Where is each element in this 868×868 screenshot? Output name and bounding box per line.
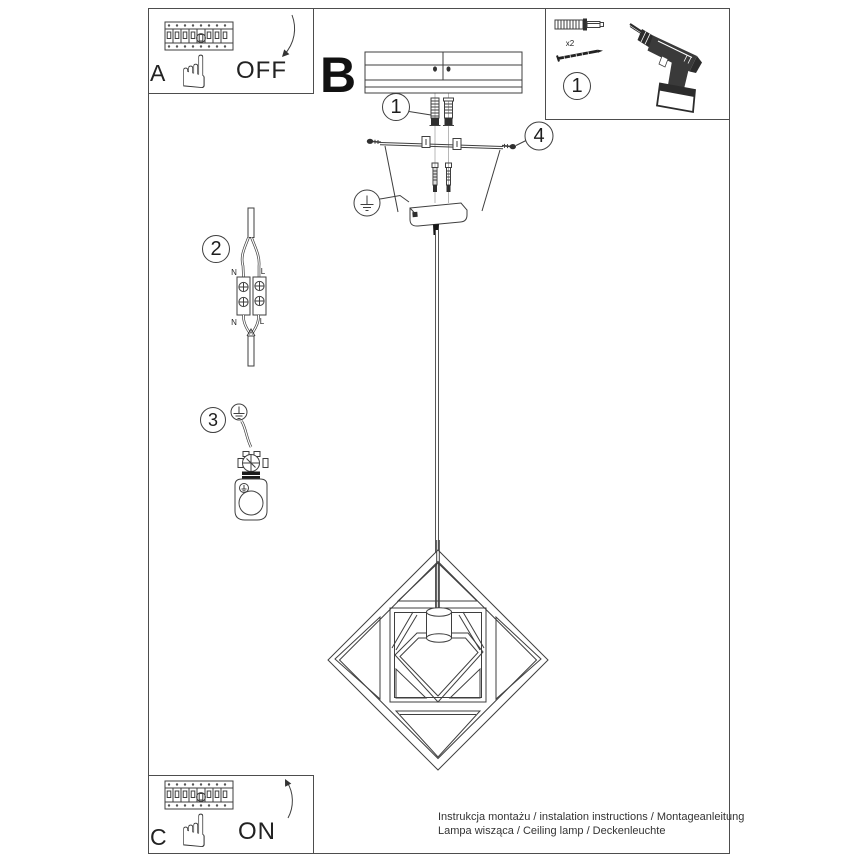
breaker-panel-icon: ☝ — [164, 21, 234, 99]
wire-label-l-bottom: L — [260, 317, 265, 326]
step4-badge: 4 — [515, 121, 554, 151]
mounting-assembly-diagram: 1 4 — [353, 51, 554, 235]
parts-box — [545, 8, 729, 120]
step1-badge: 1 — [382, 93, 432, 121]
ceiling-icon — [364, 51, 523, 94]
wire-label-n-bottom: N — [231, 318, 237, 327]
wall-anchor-icon — [554, 18, 604, 31]
mounting-bracket-icon — [379, 136, 504, 213]
section-b-label: B — [320, 47, 357, 103]
lamp-shade-icon — [327, 540, 549, 771]
svg-text:1: 1 — [571, 75, 582, 97]
anchor-qty-label: x2 — [566, 39, 575, 48]
wire-label-l-top: L — [261, 267, 266, 276]
terminal-block-icon — [236, 276, 267, 316]
svg-text:2: 2 — [210, 238, 221, 260]
step3-badge: 3 — [200, 407, 226, 433]
side-screw-right-icon — [501, 143, 516, 150]
svg-text:4: 4 — [533, 125, 544, 147]
ground-step-diagram: 3 — [200, 403, 269, 521]
off-label: OFF — [236, 57, 287, 84]
earth-symbol-icon — [230, 403, 248, 421]
ground-terminal-icon — [237, 451, 269, 479]
page-frame — [148, 8, 730, 854]
curved-arrow-up-icon — [285, 779, 293, 819]
pointing-hand-icon: ☝ — [180, 45, 208, 99]
breaker-on-graphic — [164, 779, 293, 859]
curved-arrow-down-icon — [282, 14, 296, 57]
footer-line-1: Instrukcja montażu / instalation instruc… — [438, 811, 745, 823]
parts-step-badge: 1 — [563, 72, 591, 100]
wall-anchors-icon — [429, 97, 454, 126]
parts-graphic: x2 1 — [554, 18, 702, 114]
footer-line-2: Lampa wisząca / Ceiling lamp / Deckenleu… — [438, 825, 666, 837]
drill-icon — [629, 23, 702, 114]
svg-text:1: 1 — [390, 96, 401, 118]
side-screw-left-icon — [366, 138, 382, 144]
footer-text: Instrukcja montażu / instalation instruc… — [438, 810, 744, 838]
mounting-screws-icon — [431, 162, 452, 192]
svg-text:3: 3 — [208, 410, 218, 430]
breaker-box-off — [148, 8, 314, 94]
socket-icon — [426, 607, 452, 643]
ground-symbol-icon — [353, 189, 410, 217]
step2-badge: 2 — [202, 235, 230, 263]
breaker-off-graphic: ☝ — [164, 14, 296, 99]
wire-label-n-top: N — [231, 268, 237, 277]
box-a-label: A — [150, 60, 166, 86]
screw-icon — [556, 49, 603, 62]
wiring-diagram: 2 N L N L — [202, 207, 267, 367]
canopy-icon — [409, 202, 468, 235]
lamp-holder-icon — [234, 478, 268, 521]
on-label: ON — [238, 818, 276, 845]
breaker-box-on — [148, 775, 314, 853]
box-c-label: C — [150, 824, 167, 850]
pendant-cable — [435, 230, 439, 612]
